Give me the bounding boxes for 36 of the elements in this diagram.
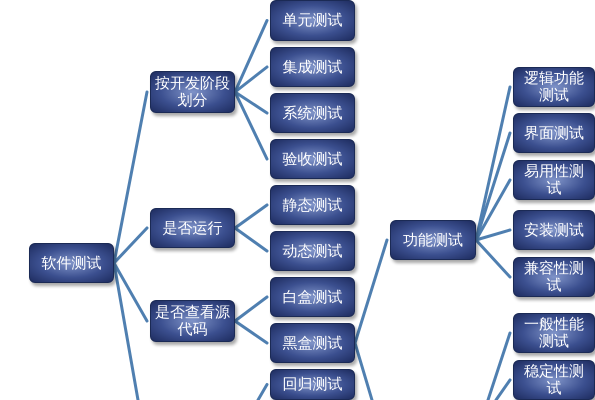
- connector-line: [234, 320, 268, 344]
- process-box: 单元测试: [270, 0, 355, 41]
- process-box: 软件测试: [29, 243, 114, 283]
- process-box: 集成测试: [270, 47, 355, 87]
- connector-line: [112, 262, 148, 322]
- process-box: 一般性能测试: [513, 313, 595, 353]
- process-box: 是否运行: [150, 208, 235, 248]
- process-box: 回归测试: [270, 369, 355, 400]
- process-box: 静态测试: [270, 185, 355, 225]
- connector-line: [234, 66, 268, 94]
- connector-line: [234, 226, 268, 252]
- connector-line: [256, 383, 268, 400]
- process-box: 安装测试: [513, 210, 595, 250]
- connector-line: [234, 90, 268, 114]
- connector-line: [234, 204, 268, 230]
- process-box: 黑盒测试: [270, 323, 355, 363]
- connector-line: [234, 296, 268, 322]
- process-box: 白盒测试: [270, 277, 355, 317]
- process-box: 易用性测试: [513, 160, 595, 200]
- process-box: 界面测试: [513, 113, 595, 153]
- connector-line: [474, 228, 512, 242]
- connector-line: [112, 226, 148, 264]
- process-box: 功能测试: [390, 220, 476, 260]
- connector-line: [474, 238, 512, 278]
- process-box: 验收测试: [270, 139, 355, 179]
- process-box: 逻辑功能测试: [513, 67, 595, 107]
- connector-line: [354, 238, 388, 344]
- process-box: 是否查看源代码: [150, 300, 235, 342]
- process-box: 系统测试: [270, 93, 355, 133]
- process-box: 兼容性测试: [513, 257, 595, 297]
- process-box: 稳定性测试: [513, 360, 595, 400]
- connector-line: [494, 378, 512, 400]
- connector-line: [486, 332, 512, 400]
- process-box: 动态测试: [270, 231, 355, 271]
- process-box: 按开发阶段划分: [150, 71, 235, 113]
- connector-line: [354, 342, 374, 400]
